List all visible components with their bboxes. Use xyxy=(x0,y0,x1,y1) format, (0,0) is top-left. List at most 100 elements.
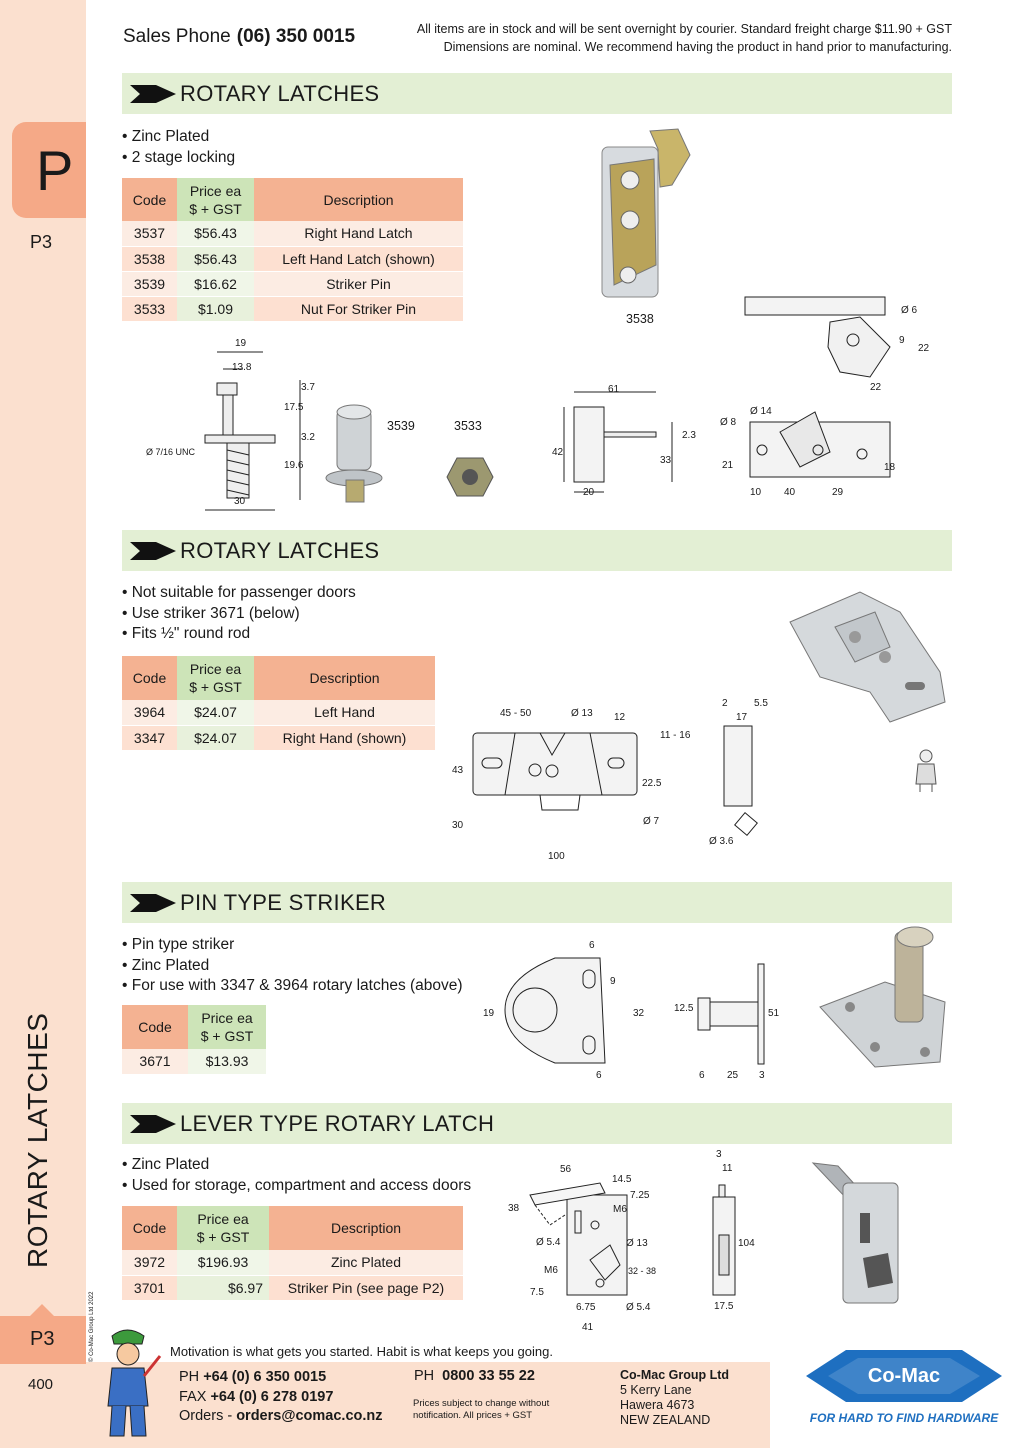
section-title: ROTARY LATCHES xyxy=(180,538,380,563)
cell-price: $1.09 xyxy=(177,296,254,322)
section-tab-p[interactable]: P xyxy=(12,122,86,218)
dim-label: Ø 14 xyxy=(750,406,772,417)
vertical-section-title: ROTARY LATCHES xyxy=(22,1012,53,1268)
bottom-page-tab[interactable]: P3 xyxy=(0,1304,86,1364)
col-header-code: Code xyxy=(122,1005,188,1049)
sales-phone-label: Sales Phone xyxy=(123,26,231,47)
table-row[interactable]: 3671$13.93 xyxy=(122,1049,266,1075)
dim-label: Ø 8 xyxy=(720,417,737,428)
footer-freephone-number[interactable]: 0800 33 55 22 xyxy=(442,1368,535,1384)
dim-label: 7.5 xyxy=(530,1287,544,1298)
dim-label: 6.75 xyxy=(576,1302,596,1313)
col-header-price: Price ea $ + GST xyxy=(188,1005,266,1049)
cell-description: Left Hand Latch (shown) xyxy=(254,246,463,272)
price-note-line1: Prices subject to change without xyxy=(413,1398,550,1409)
dim-label: Ø 3.6 xyxy=(709,836,734,847)
dim-label: 33 xyxy=(660,455,672,466)
page-number: 400 xyxy=(28,1376,54,1393)
footer-price-note: Prices subject to change without notific… xyxy=(413,1398,549,1422)
cell-price: $196.93 xyxy=(177,1250,269,1276)
dim-label: 3 xyxy=(759,1070,765,1081)
col-header-price: Price ea$ + GST xyxy=(177,1206,269,1250)
dim-label: Ø 6 xyxy=(901,305,918,316)
cell-price: $24.07 xyxy=(177,725,254,751)
section-banner-lever-type-rotary-latch: LEVER TYPE ROTARY LATCH xyxy=(122,1103,952,1144)
cell-code: 3972 xyxy=(122,1250,177,1276)
cell-code: 3671 xyxy=(122,1049,188,1075)
footer-orders-label: Orders - xyxy=(179,1408,233,1424)
bullet-list: Not suitable for passenger doors Use str… xyxy=(122,583,356,645)
cell-description: Nut For Striker Pin xyxy=(254,296,463,322)
dim-label: Ø 7/16 UNC xyxy=(146,447,196,457)
arrow-icon xyxy=(130,85,176,103)
col-header-code: Code xyxy=(122,178,177,221)
dim-label: Ø 7 xyxy=(643,816,660,827)
price-table: Code Price ea$ + GST Description 3537$56… xyxy=(122,178,463,322)
cell-code: 3539 xyxy=(122,271,177,297)
price-header-line2: $ + GST xyxy=(189,200,242,217)
dim-label: 17.5 xyxy=(284,402,304,413)
footer-contacts: PH +64 (0) 6 350 0015 FAX +64 (0) 6 278 … xyxy=(179,1368,383,1427)
cell-code: 3701 xyxy=(122,1275,177,1301)
cell-price: $16.62 xyxy=(177,271,254,297)
logo-tagline: FOR HARD TO FIND HARDWARE xyxy=(810,1411,999,1425)
dim-label: 100 xyxy=(548,851,565,862)
dim-label: 25 xyxy=(727,1070,739,1081)
dim-label: 30 xyxy=(234,496,246,507)
bullet-item: 2 stage locking xyxy=(122,148,235,169)
price-header-line2: $ + GST xyxy=(200,1028,254,1044)
dim-label: 11 - 16 xyxy=(660,730,691,741)
price-header-line1: Price ea xyxy=(189,661,242,677)
tab-page-label: P3 xyxy=(30,232,53,252)
dim-label: Ø 13 xyxy=(571,708,593,719)
dim-label: 6 xyxy=(589,940,595,951)
section-banner-rotary-latches-2: ROTARY LATCHES xyxy=(122,530,952,571)
lever-latch-front-drawing xyxy=(529,1182,628,1296)
dim-label: 42 xyxy=(552,447,564,458)
dim-label: 61 xyxy=(608,384,620,395)
section-title: PIN TYPE STRIKER xyxy=(180,890,387,915)
striker-3671-side-drawing xyxy=(697,963,765,1065)
bullet-item: Fits ½" round rod xyxy=(122,624,356,645)
cell-price: $6.97 xyxy=(177,1275,269,1301)
cell-description: Zinc Plated xyxy=(269,1250,463,1276)
comac-logo[interactable]: Co-Mac FOR HARD TO FIND HARDWARE xyxy=(806,1348,1002,1432)
footer-orders-email[interactable]: orders@comac.co.nz xyxy=(236,1408,383,1424)
photo-label-3533: 3533 xyxy=(454,419,482,433)
dim-label: 19.6 xyxy=(284,460,304,471)
price-header-line1: Price ea xyxy=(197,1211,249,1227)
bottom-tab-label: P3 xyxy=(30,1328,55,1350)
dim-label: 21 xyxy=(722,460,734,471)
lever-latch-side-drawing xyxy=(712,1184,736,1296)
price-header-line1: Price ea xyxy=(201,1010,253,1026)
photo-label-3538: 3538 xyxy=(626,312,654,326)
dim-label: 2.3 xyxy=(682,430,696,441)
dim-label: 51 xyxy=(768,1008,780,1019)
cell-code: 3964 xyxy=(122,700,177,726)
address-line: 5 Kerry Lane xyxy=(620,1383,692,1397)
dim-label: 7.25 xyxy=(630,1190,650,1201)
arrow-icon xyxy=(130,1115,176,1133)
bullet-item: Pin type striker xyxy=(122,935,463,956)
dim-label: 5.5 xyxy=(754,698,768,709)
cell-code: 3533 xyxy=(122,296,177,322)
col-header-code: Code xyxy=(122,1206,177,1250)
dim-label: 9 xyxy=(610,976,616,987)
bullet-list: Zinc Plated Used for storage, compartmen… xyxy=(122,1155,471,1196)
latch-3538-photo xyxy=(601,128,691,298)
arrow-icon xyxy=(130,894,176,912)
sales-phone-number[interactable]: (06) 350 0015 xyxy=(236,26,356,47)
sales-phone: Sales Phone(06) 350 0015 xyxy=(123,26,355,48)
latch-3347-front-drawing xyxy=(472,732,638,811)
footer-phone[interactable]: +64 (0) 6 350 0015 xyxy=(203,1369,327,1385)
bullet-item: Not suitable for passenger doors xyxy=(122,583,356,604)
section-title: LEVER TYPE ROTARY LATCH xyxy=(180,1111,495,1136)
